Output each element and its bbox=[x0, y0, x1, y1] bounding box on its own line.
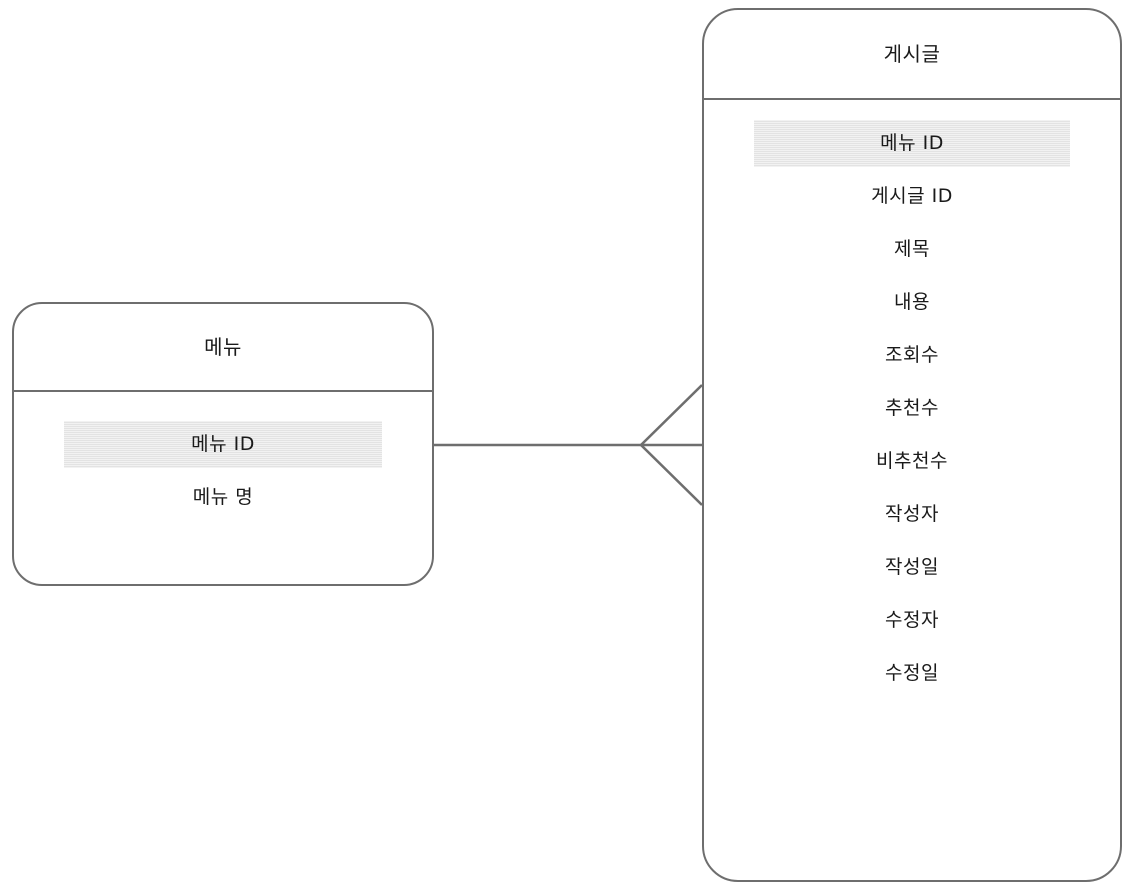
attribute-row[interactable]: 내용 bbox=[704, 276, 1120, 329]
entity-post-title: 게시글 bbox=[883, 42, 941, 66]
entity-post[interactable]: 게시글 메뉴 ID 게시글 ID 제목 내용 조회수 추천수 비추천 bbox=[702, 8, 1122, 882]
attribute-row-primary-key[interactable]: 메뉴 ID bbox=[14, 418, 432, 471]
attribute-row[interactable]: 제목 bbox=[704, 223, 1120, 276]
crows-foot-lower-prong bbox=[640, 444, 703, 506]
primary-key-highlight bbox=[64, 421, 382, 468]
attribute-row[interactable]: 수정일 bbox=[704, 647, 1120, 700]
attribute-row[interactable]: 작성자 bbox=[704, 488, 1120, 541]
attribute-label: 조회수 bbox=[885, 344, 939, 366]
attribute-label: 메뉴 명 bbox=[192, 486, 254, 508]
attribute-row[interactable]: 조회수 bbox=[704, 329, 1120, 382]
key-highlight bbox=[754, 120, 1070, 167]
attribute-label: 작성일 bbox=[885, 556, 939, 578]
attribute-row[interactable]: 비추천수 bbox=[704, 435, 1120, 488]
attribute-label: 메뉴 ID bbox=[191, 433, 255, 455]
attribute-row[interactable]: 게시글 ID bbox=[704, 170, 1120, 223]
entity-menu-attribute-list: 메뉴 ID 메뉴 명 bbox=[14, 392, 432, 584]
attribute-label: 제목 bbox=[894, 238, 930, 260]
entity-post-header: 게시글 bbox=[704, 10, 1120, 100]
attribute-row[interactable]: 메뉴 명 bbox=[14, 471, 432, 524]
attribute-label: 작성자 bbox=[885, 503, 939, 525]
attribute-label: 게시글 ID bbox=[871, 185, 953, 207]
entity-menu[interactable]: 메뉴 메뉴 ID 메뉴 명 bbox=[12, 302, 434, 586]
attribute-row[interactable]: 추천수 bbox=[704, 382, 1120, 435]
crows-foot-upper-prong bbox=[640, 384, 703, 446]
attribute-label: 추천수 bbox=[885, 397, 939, 419]
entity-menu-title: 메뉴 bbox=[204, 335, 242, 359]
attribute-label: 수정자 bbox=[885, 609, 939, 631]
attribute-label: 비추천수 bbox=[876, 450, 948, 472]
attribute-label: 내용 bbox=[894, 291, 930, 313]
attribute-row[interactable]: 수정자 bbox=[704, 594, 1120, 647]
attribute-row-foreign-key[interactable]: 메뉴 ID bbox=[704, 117, 1120, 170]
attribute-label: 메뉴 ID bbox=[880, 132, 944, 154]
attribute-row[interactable]: 작성일 bbox=[704, 541, 1120, 594]
attribute-label: 수정일 bbox=[885, 662, 939, 684]
entity-post-attribute-list: 메뉴 ID 게시글 ID 제목 내용 조회수 추천수 비추천수 작성자 bbox=[704, 100, 1120, 880]
entity-menu-header: 메뉴 bbox=[14, 304, 432, 392]
